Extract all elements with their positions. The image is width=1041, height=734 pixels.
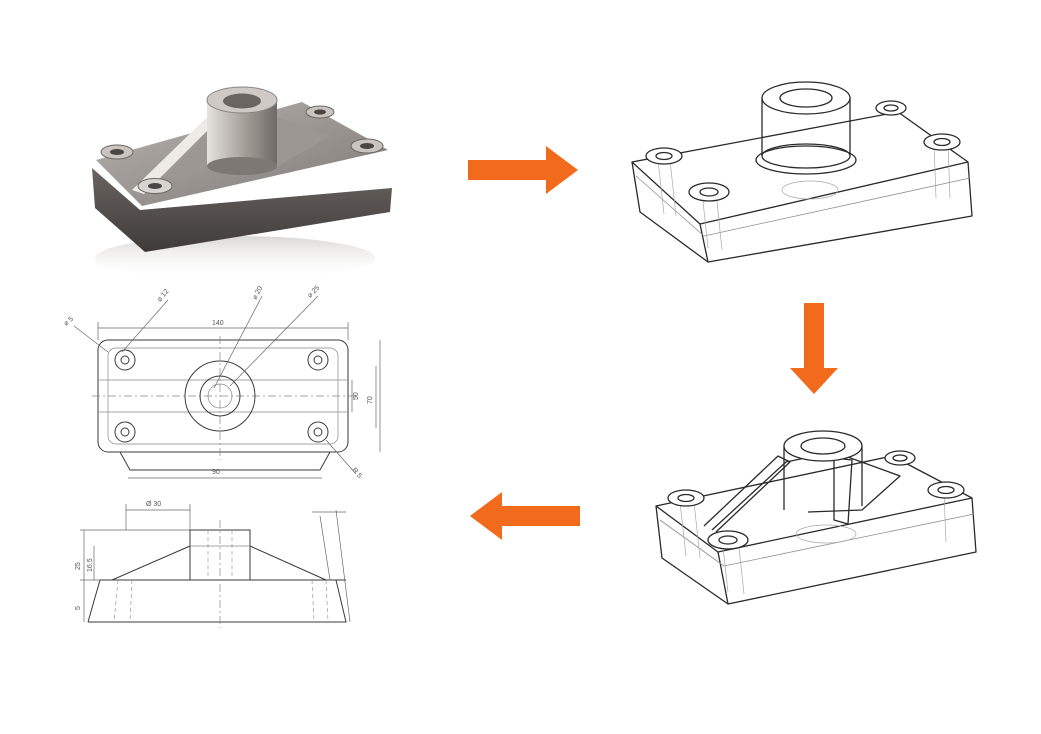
dim-bottom-width: 90 bbox=[212, 469, 220, 476]
dim-front-top: Ø 30 bbox=[146, 501, 161, 508]
rendered-base-side bbox=[92, 168, 392, 252]
rendered-boss-hole bbox=[223, 93, 261, 109]
drawing-front-view bbox=[80, 504, 351, 628]
drawing-front-view-dimensions: Ø 30 25 16.5 5 bbox=[75, 501, 161, 610]
rendered-part bbox=[92, 86, 392, 280]
dim-corner-radius: R 5 bbox=[350, 467, 362, 480]
wireframe-base-with-boss bbox=[631, 81, 973, 263]
drawing-top-view-dimensions: 140 90 ⌀ 5 ⌀ 12 ⌀ 20 ⌀ 25 R 5 50 70 bbox=[63, 285, 374, 480]
dim-hole-dia: ⌀ 20 bbox=[252, 285, 265, 301]
dim-front-h1: 25 bbox=[75, 562, 82, 570]
arrow-right bbox=[468, 146, 578, 194]
dim-front-h3: 5 bbox=[75, 606, 82, 610]
wireframe-with-ribs bbox=[655, 430, 977, 605]
arrow-left bbox=[470, 492, 580, 540]
dim-boss-dia: ⌀ 25 bbox=[306, 285, 321, 300]
dim-side-b: 70 bbox=[367, 396, 374, 404]
rendered-rib-left bbox=[132, 118, 214, 194]
rendered-boss-bottom bbox=[207, 157, 277, 175]
rendered-corner-holes bbox=[100, 105, 384, 194]
dim-front-h2: 16.5 bbox=[87, 558, 94, 572]
drawing-top-view bbox=[73, 295, 381, 479]
dim-corner-dia: ⌀ 12 bbox=[156, 288, 170, 303]
dim-top-width: 140 bbox=[212, 320, 224, 327]
dim-side-a: 50 bbox=[353, 392, 360, 400]
dim-small-dia: ⌀ 5 bbox=[63, 316, 75, 328]
arrow-down bbox=[790, 303, 838, 394]
